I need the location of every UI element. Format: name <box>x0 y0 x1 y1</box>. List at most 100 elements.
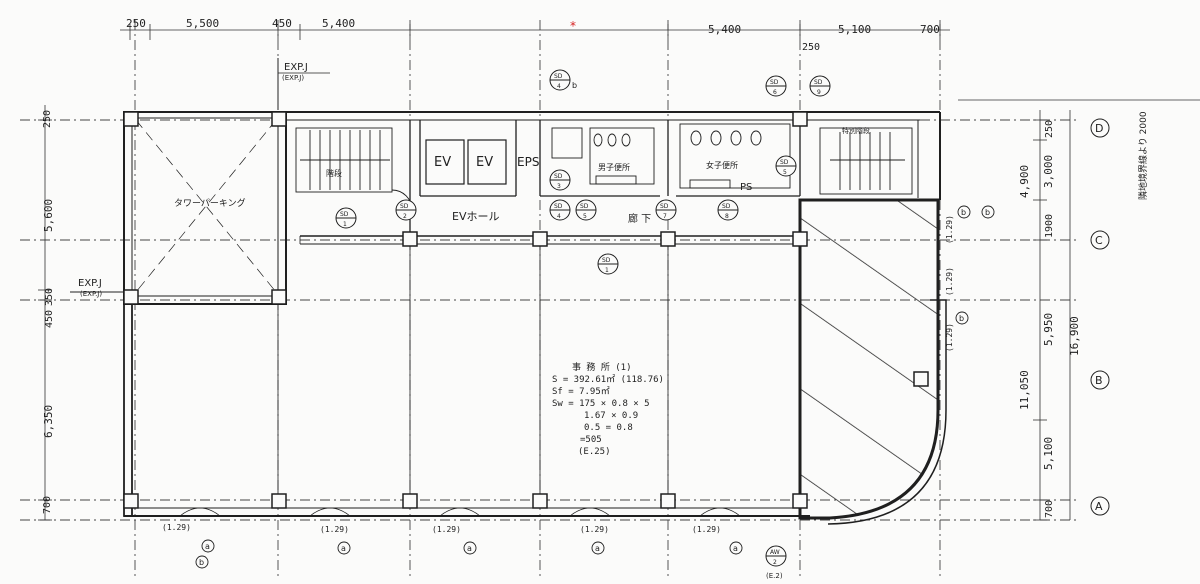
area-note-1: 事 務 所 (1) <box>572 361 632 373</box>
tag-6-bot: 3 <box>557 183 561 190</box>
side-note: 隣地境界線より 2000 <box>1137 111 1149 200</box>
bottom-tag-sub: (E.2) <box>766 572 783 580</box>
circle-letters: a b a a a a b b b <box>199 208 990 567</box>
top-dim-7: 700 <box>920 23 940 36</box>
tag-6-top: SD <box>554 173 563 180</box>
window-label-3: (1.29) <box>432 525 461 534</box>
door-tag-labels: SD 4 b SD 6 SD 9 SD 1 SD 2 SD 3 SD 4 SD … <box>340 73 823 580</box>
tag-2-top: SD <box>770 79 779 86</box>
right-dim-6: 11,050 <box>1018 370 1031 410</box>
grid-label-d: D <box>1095 122 1103 135</box>
top-dim-6: 5,100 <box>838 23 871 36</box>
ev-hall-label: EVホール <box>452 210 499 223</box>
area-note-8: (E.25) <box>578 447 611 457</box>
window-label-8: (1.29) <box>945 267 954 296</box>
eps-label: EPS <box>517 155 539 169</box>
right-dim-4: 1900 <box>1044 214 1055 238</box>
tag-4-bot: 1 <box>343 221 347 228</box>
tag-3-top: SD <box>814 79 823 86</box>
tag-10-bot: 7 <box>663 213 667 220</box>
left-dim-6: 700 <box>42 496 53 514</box>
tag-13-top: AW <box>770 549 780 556</box>
tag-13-bot: 2 <box>773 559 777 566</box>
tag-7-top: SD <box>554 203 563 210</box>
right-dim-2: 3,000 <box>1042 155 1055 188</box>
curved-facade <box>827 299 947 525</box>
left-dim-3: 350 <box>44 288 55 306</box>
right-dim-1: 250 <box>1044 120 1055 138</box>
tag-1-bot: 4 <box>557 83 561 90</box>
left-dim-5: 6,350 <box>42 405 55 438</box>
top-dim-5: 5,400 <box>708 23 741 36</box>
corridor-label: 廊 下 <box>628 212 651 225</box>
circle-letter-8: b <box>985 208 990 217</box>
area-notes: 事 務 所 (1) S = 392.61㎡ (118.76) Sf = 7.95… <box>552 361 664 457</box>
left-dim-2: 5,600 <box>42 199 55 232</box>
tag-8-top: SD <box>580 203 589 210</box>
top-dim-4: 5,400 <box>322 17 355 30</box>
tag-1-top: SD <box>554 73 563 80</box>
top-dim-2: 5,500 <box>186 17 219 30</box>
left-dimension-line <box>38 105 52 521</box>
circle-letter-7: b <box>959 314 964 323</box>
stair-right <box>819 127 913 195</box>
area-note-5: 1.67 × 0.9 <box>584 411 638 421</box>
expj-left-label: EXP.J <box>78 278 102 289</box>
mens-wc-label: 男子便所 <box>598 162 630 172</box>
top-dim-1: 250 <box>126 17 146 30</box>
left-dim-1: 250 <box>42 110 53 128</box>
right-dimension-labels: 250 3,000 4,900 1900 5,950 11,050 16,900… <box>1018 120 1081 518</box>
left-dim-4: 450 <box>44 310 55 328</box>
window-label-5: (1.29) <box>692 525 721 534</box>
grid-label-c: C <box>1095 234 1103 247</box>
area-note-6: 0.5 = 0.8 <box>584 423 633 433</box>
stair-left <box>295 127 413 211</box>
circle-letter-5: a <box>595 544 600 553</box>
tag-4-top: SD <box>340 211 349 218</box>
tag-3-bot: 9 <box>817 89 821 96</box>
restrooms <box>551 123 791 189</box>
circle-letter-2: b <box>199 558 204 567</box>
tag-11-top: SD <box>780 159 789 166</box>
right-dim-3: 4,900 <box>1018 165 1031 198</box>
elevators <box>425 139 507 185</box>
left-dimension-labels: 250 5,600 350 450 6,350 700 <box>42 110 55 514</box>
tag-12-top: SD <box>722 203 731 210</box>
expj-top-marker: EXP.J (EXP.J) <box>277 58 330 110</box>
window-label-7: (1.29) <box>945 323 954 352</box>
hatched-area <box>798 198 940 520</box>
tag-5-bot: 2 <box>403 213 407 220</box>
grid-label-a: A <box>1095 500 1103 513</box>
ev1-label: EV <box>434 155 451 170</box>
tag-1-letter: b <box>572 81 577 90</box>
circle-letter-3: a <box>341 544 346 553</box>
right-dim-5: 5,950 <box>1042 313 1055 346</box>
stair-left-label: 階段 <box>326 168 342 178</box>
area-note-3: Sf = 7.95㎡ <box>552 386 610 397</box>
expj-top-sub: (EXP.J) <box>282 74 304 82</box>
right-dim-7: 16,900 <box>1068 316 1081 356</box>
circle-letter-6: a <box>733 544 738 553</box>
area-note-7: =505 <box>580 435 602 445</box>
window-label-1: (1.29) <box>162 523 191 532</box>
right-dim-8: 5,100 <box>1042 437 1055 470</box>
expj-top-label: EXP.J <box>284 62 308 73</box>
columns <box>123 111 929 509</box>
circle-letter-1: a <box>205 542 210 551</box>
tag-11-bot: 5 <box>783 169 787 176</box>
tower-parking-label: タワーパーキング <box>174 197 246 209</box>
circle-markers <box>195 205 995 569</box>
ev2-label: EV <box>476 155 493 170</box>
tag-10-top: SD <box>660 203 669 210</box>
top-dimension-labels: 250 5,500 450 5,400 5,400 5,100 700 250 <box>126 17 940 53</box>
window-label-2: (1.29) <box>320 525 349 534</box>
tag-9-top: SD <box>602 257 611 264</box>
expj-left-sub: (EXP.J) <box>80 290 102 298</box>
tag-12-bot: 8 <box>725 213 729 220</box>
top-dim-3: 450 <box>272 17 292 30</box>
top-dimension-line <box>120 24 950 40</box>
tag-8-bot: 5 <box>583 213 587 220</box>
door-tags <box>335 69 831 567</box>
